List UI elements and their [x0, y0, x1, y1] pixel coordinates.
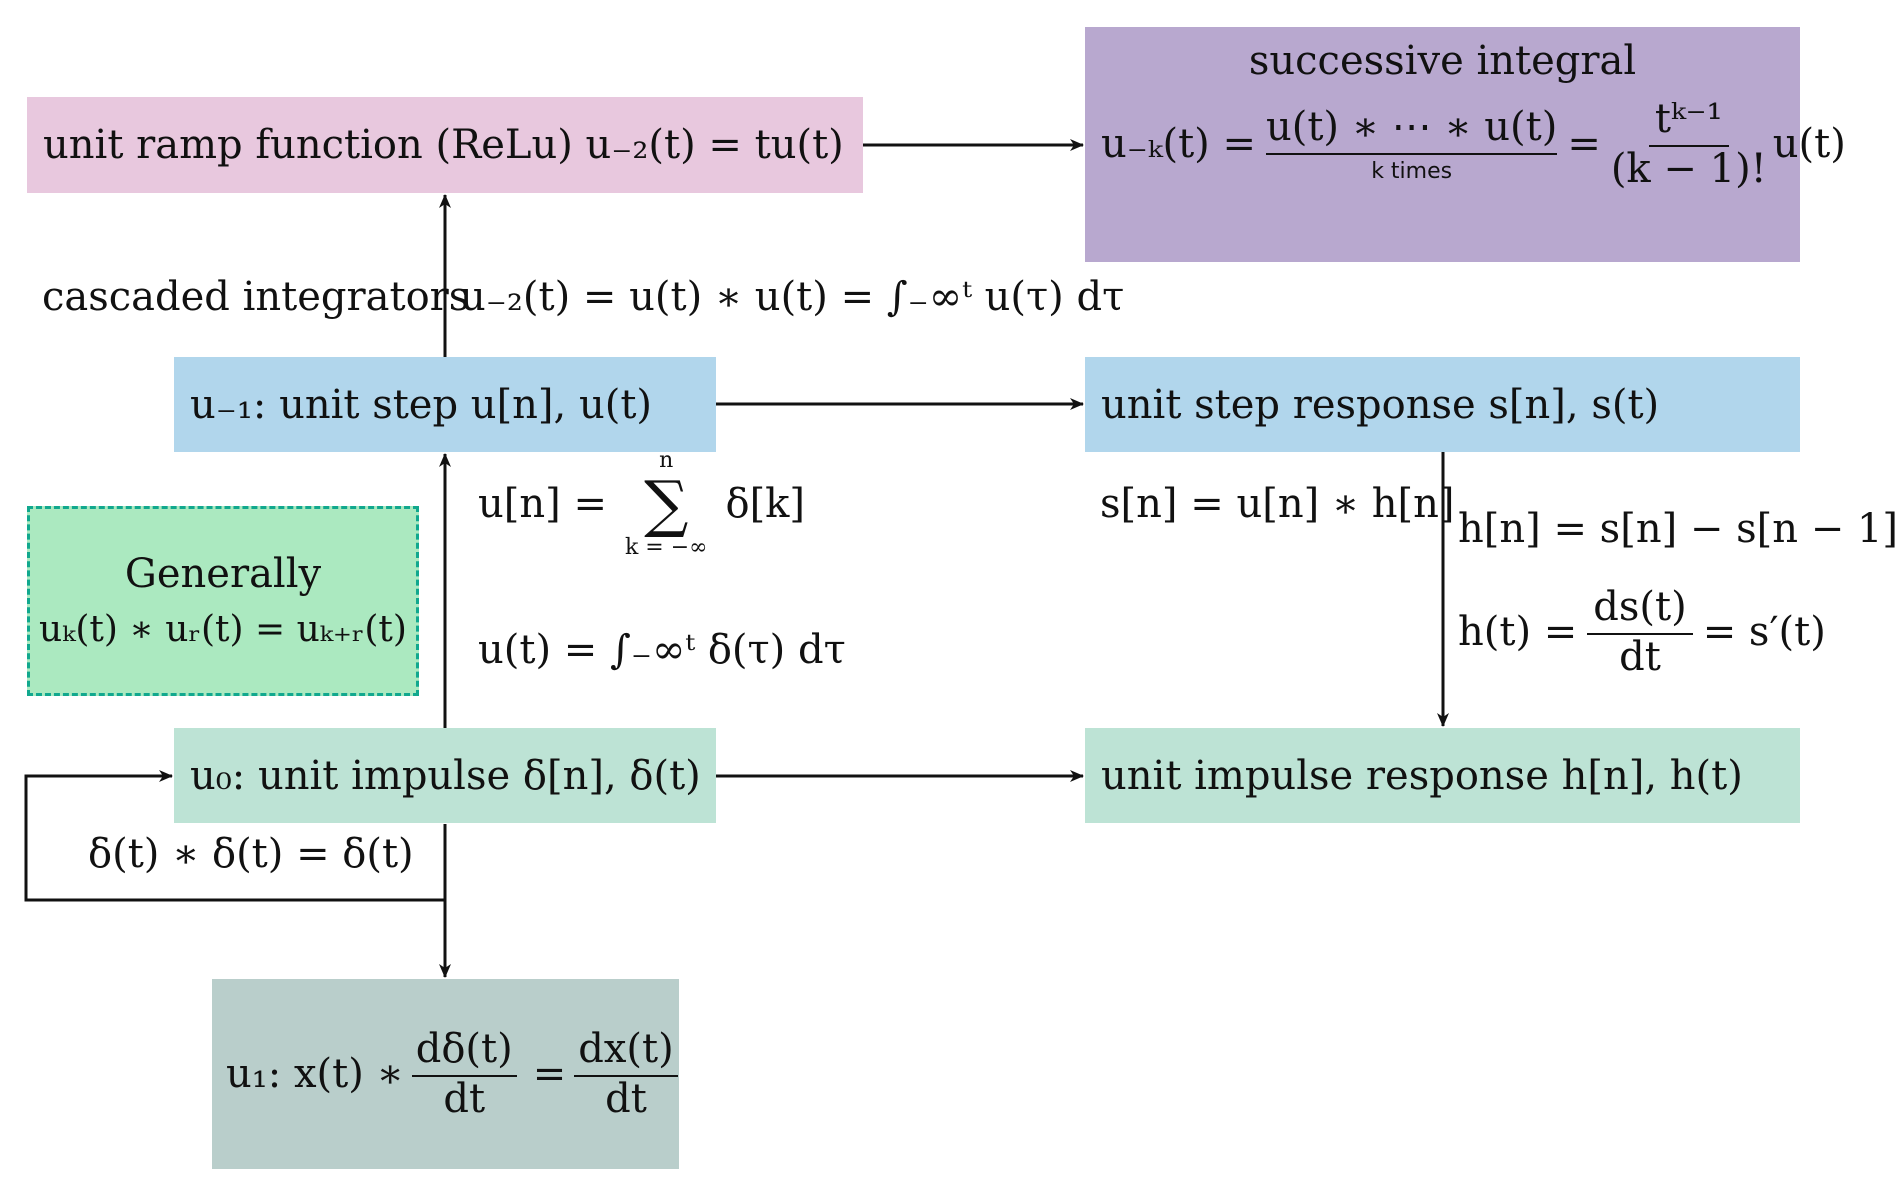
successive-tail: u(t) — [1772, 121, 1846, 167]
successive-lhs: u₋ₖ(t) = — [1101, 121, 1256, 167]
successive-denominator: (k − 1)! — [1610, 146, 1767, 192]
unit-impulse-response-box: unit impulse response h[n], h(t) — [1085, 728, 1800, 823]
h-deriv-numerator: ds(t) — [1587, 585, 1693, 635]
unit-step-box: u₋₁: unit step u[n], u(t) — [174, 357, 716, 452]
successive-integral-formula: u₋ₖ(t) = u(t) ∗ ⋯ ∗ u(t) k times = tᵏ⁻¹ … — [1085, 97, 1846, 191]
h-deriv-denominator: dt — [1619, 634, 1661, 680]
successive-integral-box: successive integral u₋ₖ(t) = u(t) ∗ ⋯ ∗ … — [1085, 27, 1846, 262]
cascaded-integrators-label: cascaded integrators — [42, 274, 470, 320]
successive-eq: = — [1567, 121, 1601, 167]
unit-impulse-text: u₀: unit impulse δ[n], δ(t) — [190, 752, 701, 799]
generally-box: Generally uₖ(t) ∗ uᵣ(t) = uₖ₊ᵣ(t) — [27, 506, 419, 696]
u1-numerator-2: dx(t) — [574, 1027, 678, 1077]
successive-conv: u(t) ∗ ⋯ ∗ u(t) — [1265, 105, 1558, 155]
u1-numerator-1: dδ(t) — [411, 1027, 517, 1077]
unit-step-response-text: unit step response s[n], s(t) — [1101, 381, 1660, 428]
successive-integral-title: successive integral — [1248, 38, 1637, 84]
h-deriv-fraction: ds(t) dt — [1587, 585, 1693, 680]
u1-denominator-2: dt — [605, 1076, 647, 1122]
successive-fraction: tᵏ⁻¹ (k − 1)! — [1611, 97, 1767, 191]
ramp-function-box: unit ramp function (ReLu) u₋₂(t) = tu(t) — [27, 97, 863, 193]
sum-lower-limit: k = −∞ — [624, 535, 708, 560]
delta-self-convolution: δ(t) ∗ δ(t) = δ(t) — [88, 831, 414, 877]
unit-impulse-box: u₀: unit impulse δ[n], δ(t) — [174, 728, 716, 823]
u-minus2-integral-formula: u₋₂(t) = u(t) ∗ u(t) = ∫₋∞ᵗ u(τ) dτ — [460, 274, 1125, 320]
u1-fraction-1: dδ(t) dt — [411, 1027, 517, 1122]
sum-symbol: ∑ — [644, 467, 689, 540]
sum-formula: u[n] = n ∑ k = −∞ δ[k] — [478, 448, 805, 560]
successive-numerator: tᵏ⁻¹ — [1648, 97, 1729, 147]
u1-eq: = — [532, 1051, 567, 1097]
arrow-impulse-self-loop — [24, 770, 445, 902]
successive-conv-group: u(t) ∗ ⋯ ∗ u(t) k times — [1265, 105, 1558, 184]
u1-denominator-1: dt — [443, 1076, 486, 1122]
sum-rhs: δ[k] — [725, 481, 806, 527]
successive-brace-label: k times — [1371, 158, 1453, 184]
sum-operator: n ∑ k = −∞ — [625, 448, 708, 560]
step-integral-formula: u(t) = ∫₋∞ᵗ δ(τ) dτ — [478, 627, 846, 673]
impulse-response-difference: h[n] = s[n] − s[n − 1] — [1458, 506, 1898, 552]
sum-lhs: u[n] = — [478, 481, 607, 527]
generally-title: Generally — [124, 551, 322, 598]
h-deriv-lhs: h(t) = — [1458, 609, 1578, 655]
sum-upper-limit: n — [659, 448, 674, 473]
generally-equation: uₖ(t) ∗ uᵣ(t) = uₖ₊ᵣ(t) — [39, 609, 407, 651]
h-deriv-rhs: = s′(t) — [1702, 609, 1826, 655]
step-response-convolution: s[n] = u[n] ∗ h[n] — [1100, 481, 1455, 527]
unit-step-response-box: unit step response s[n], s(t) — [1085, 357, 1800, 452]
unit-step-text: u₋₁: unit step u[n], u(t) — [190, 381, 653, 428]
unit-impulse-response-text: unit impulse response h[n], h(t) — [1101, 752, 1743, 799]
impulse-response-derivative: h(t) = ds(t) dt = s′(t) — [1458, 585, 1826, 679]
u1-lhs: u₁: x(t) ∗ — [226, 1051, 404, 1097]
ramp-function-text: unit ramp function (ReLu) u₋₂(t) = tu(t) — [43, 122, 844, 168]
u1-fraction-2: dx(t) dt — [574, 1027, 678, 1122]
unit-doublet-box: u₁: x(t) ∗ dδ(t) dt = dx(t) dt — [212, 979, 679, 1169]
